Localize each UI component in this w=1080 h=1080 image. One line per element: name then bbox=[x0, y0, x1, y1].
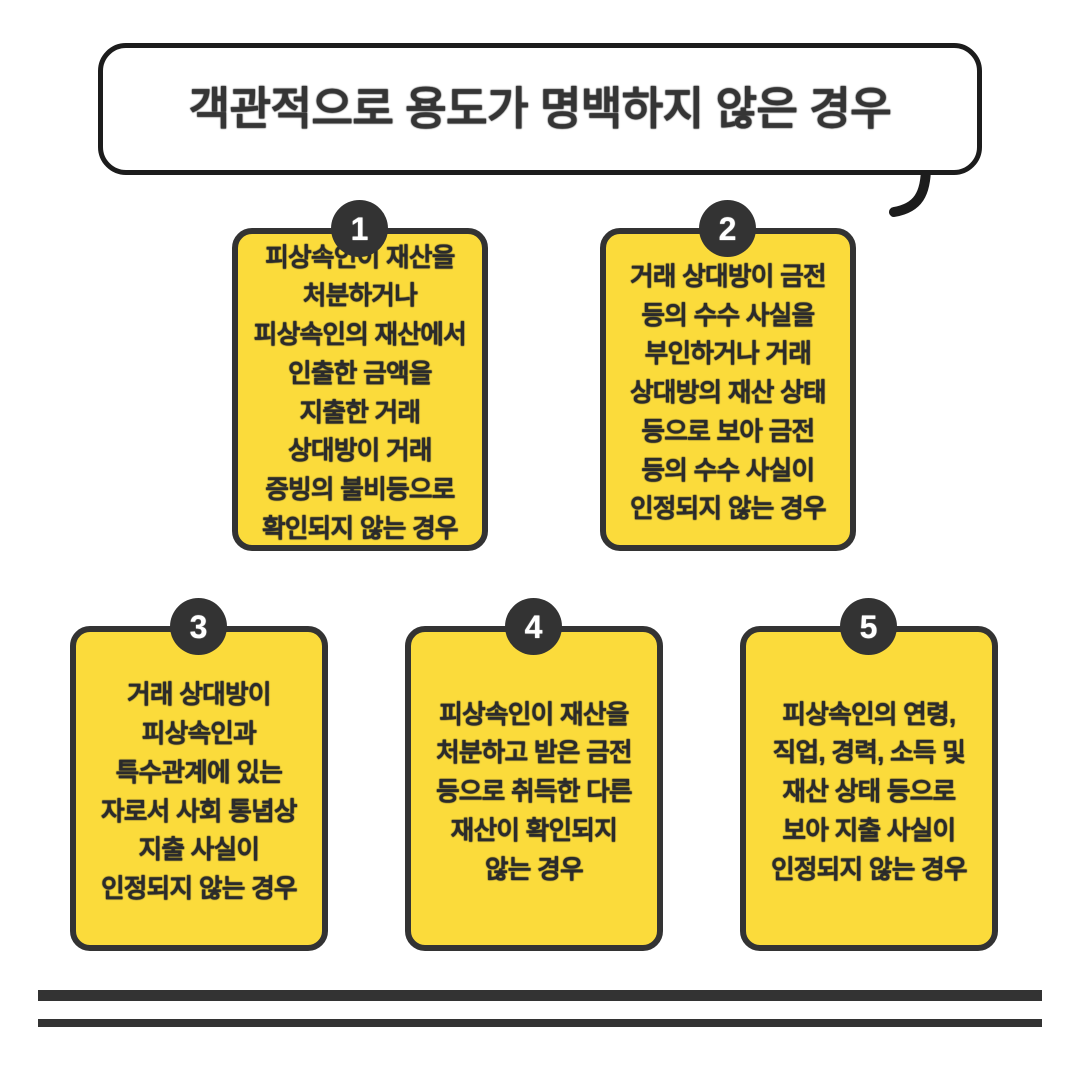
condition-card-3-text: 거래 상대방이 피상속인과 특수관계에 있는 자로서 사회 통념상 지출 사실이… bbox=[101, 681, 297, 903]
condition-card-4-text: 피상속인이 재산을 처분하고 받은 금전 등으로 취득한 다른 재산이 확인되지… bbox=[436, 700, 632, 884]
condition-card-4-number: 4 bbox=[524, 608, 543, 645]
condition-card-2[interactable]: 거래 상대방이 금전 등의 수수 사실을 부인하거나 거래 상대방의 재산 상태… bbox=[600, 228, 856, 551]
condition-card-3[interactable]: 거래 상대방이 피상속인과 특수관계에 있는 자로서 사회 통념상 지출 사실이… bbox=[70, 626, 328, 951]
condition-card-1-text: 피상속인이 재산을 처분하거나 피상속인의 재산에서 인출한 금액을 지출한 거… bbox=[253, 243, 467, 543]
condition-card-4[interactable]: 피상속인이 재산을 처분하고 받은 금전 등으로 취득한 다른 재산이 확인되지… bbox=[405, 626, 663, 951]
condition-card-2-number: 2 bbox=[718, 210, 737, 247]
condition-card-5-number-badge: 5 bbox=[840, 598, 897, 655]
page-title: 객관적으로 용도가 명백하지 않은 경우 bbox=[188, 83, 892, 135]
footer-rule-thick bbox=[38, 990, 1042, 1001]
condition-card-5-text: 피상속인의 연령, 직업, 경력, 소득 및 재산 상태 등으로 보아 지출 사… bbox=[771, 700, 967, 884]
footer-rule-thin bbox=[38, 1019, 1042, 1027]
condition-card-4-number-badge: 4 bbox=[505, 598, 562, 655]
condition-card-2-number-badge: 2 bbox=[699, 200, 756, 257]
condition-card-5-number: 5 bbox=[859, 608, 878, 645]
condition-card-3-number: 3 bbox=[189, 608, 208, 645]
condition-card-1-number: 1 bbox=[350, 210, 369, 247]
condition-card-5[interactable]: 피상속인의 연령, 직업, 경력, 소득 및 재산 상태 등으로 보아 지출 사… bbox=[740, 626, 998, 951]
title-speech-bubble: 객관적으로 용도가 명백하지 않은 경우 bbox=[98, 43, 982, 175]
condition-card-1[interactable]: 피상속인이 재산을 처분하거나 피상속인의 재산에서 인출한 금액을 지출한 거… bbox=[232, 228, 488, 551]
condition-card-2-text: 거래 상대방이 금전 등의 수수 사실을 부인하거나 거래 상대방의 재산 상태… bbox=[630, 262, 826, 524]
condition-card-1-number-badge: 1 bbox=[331, 200, 388, 257]
condition-card-3-number-badge: 3 bbox=[170, 598, 227, 655]
